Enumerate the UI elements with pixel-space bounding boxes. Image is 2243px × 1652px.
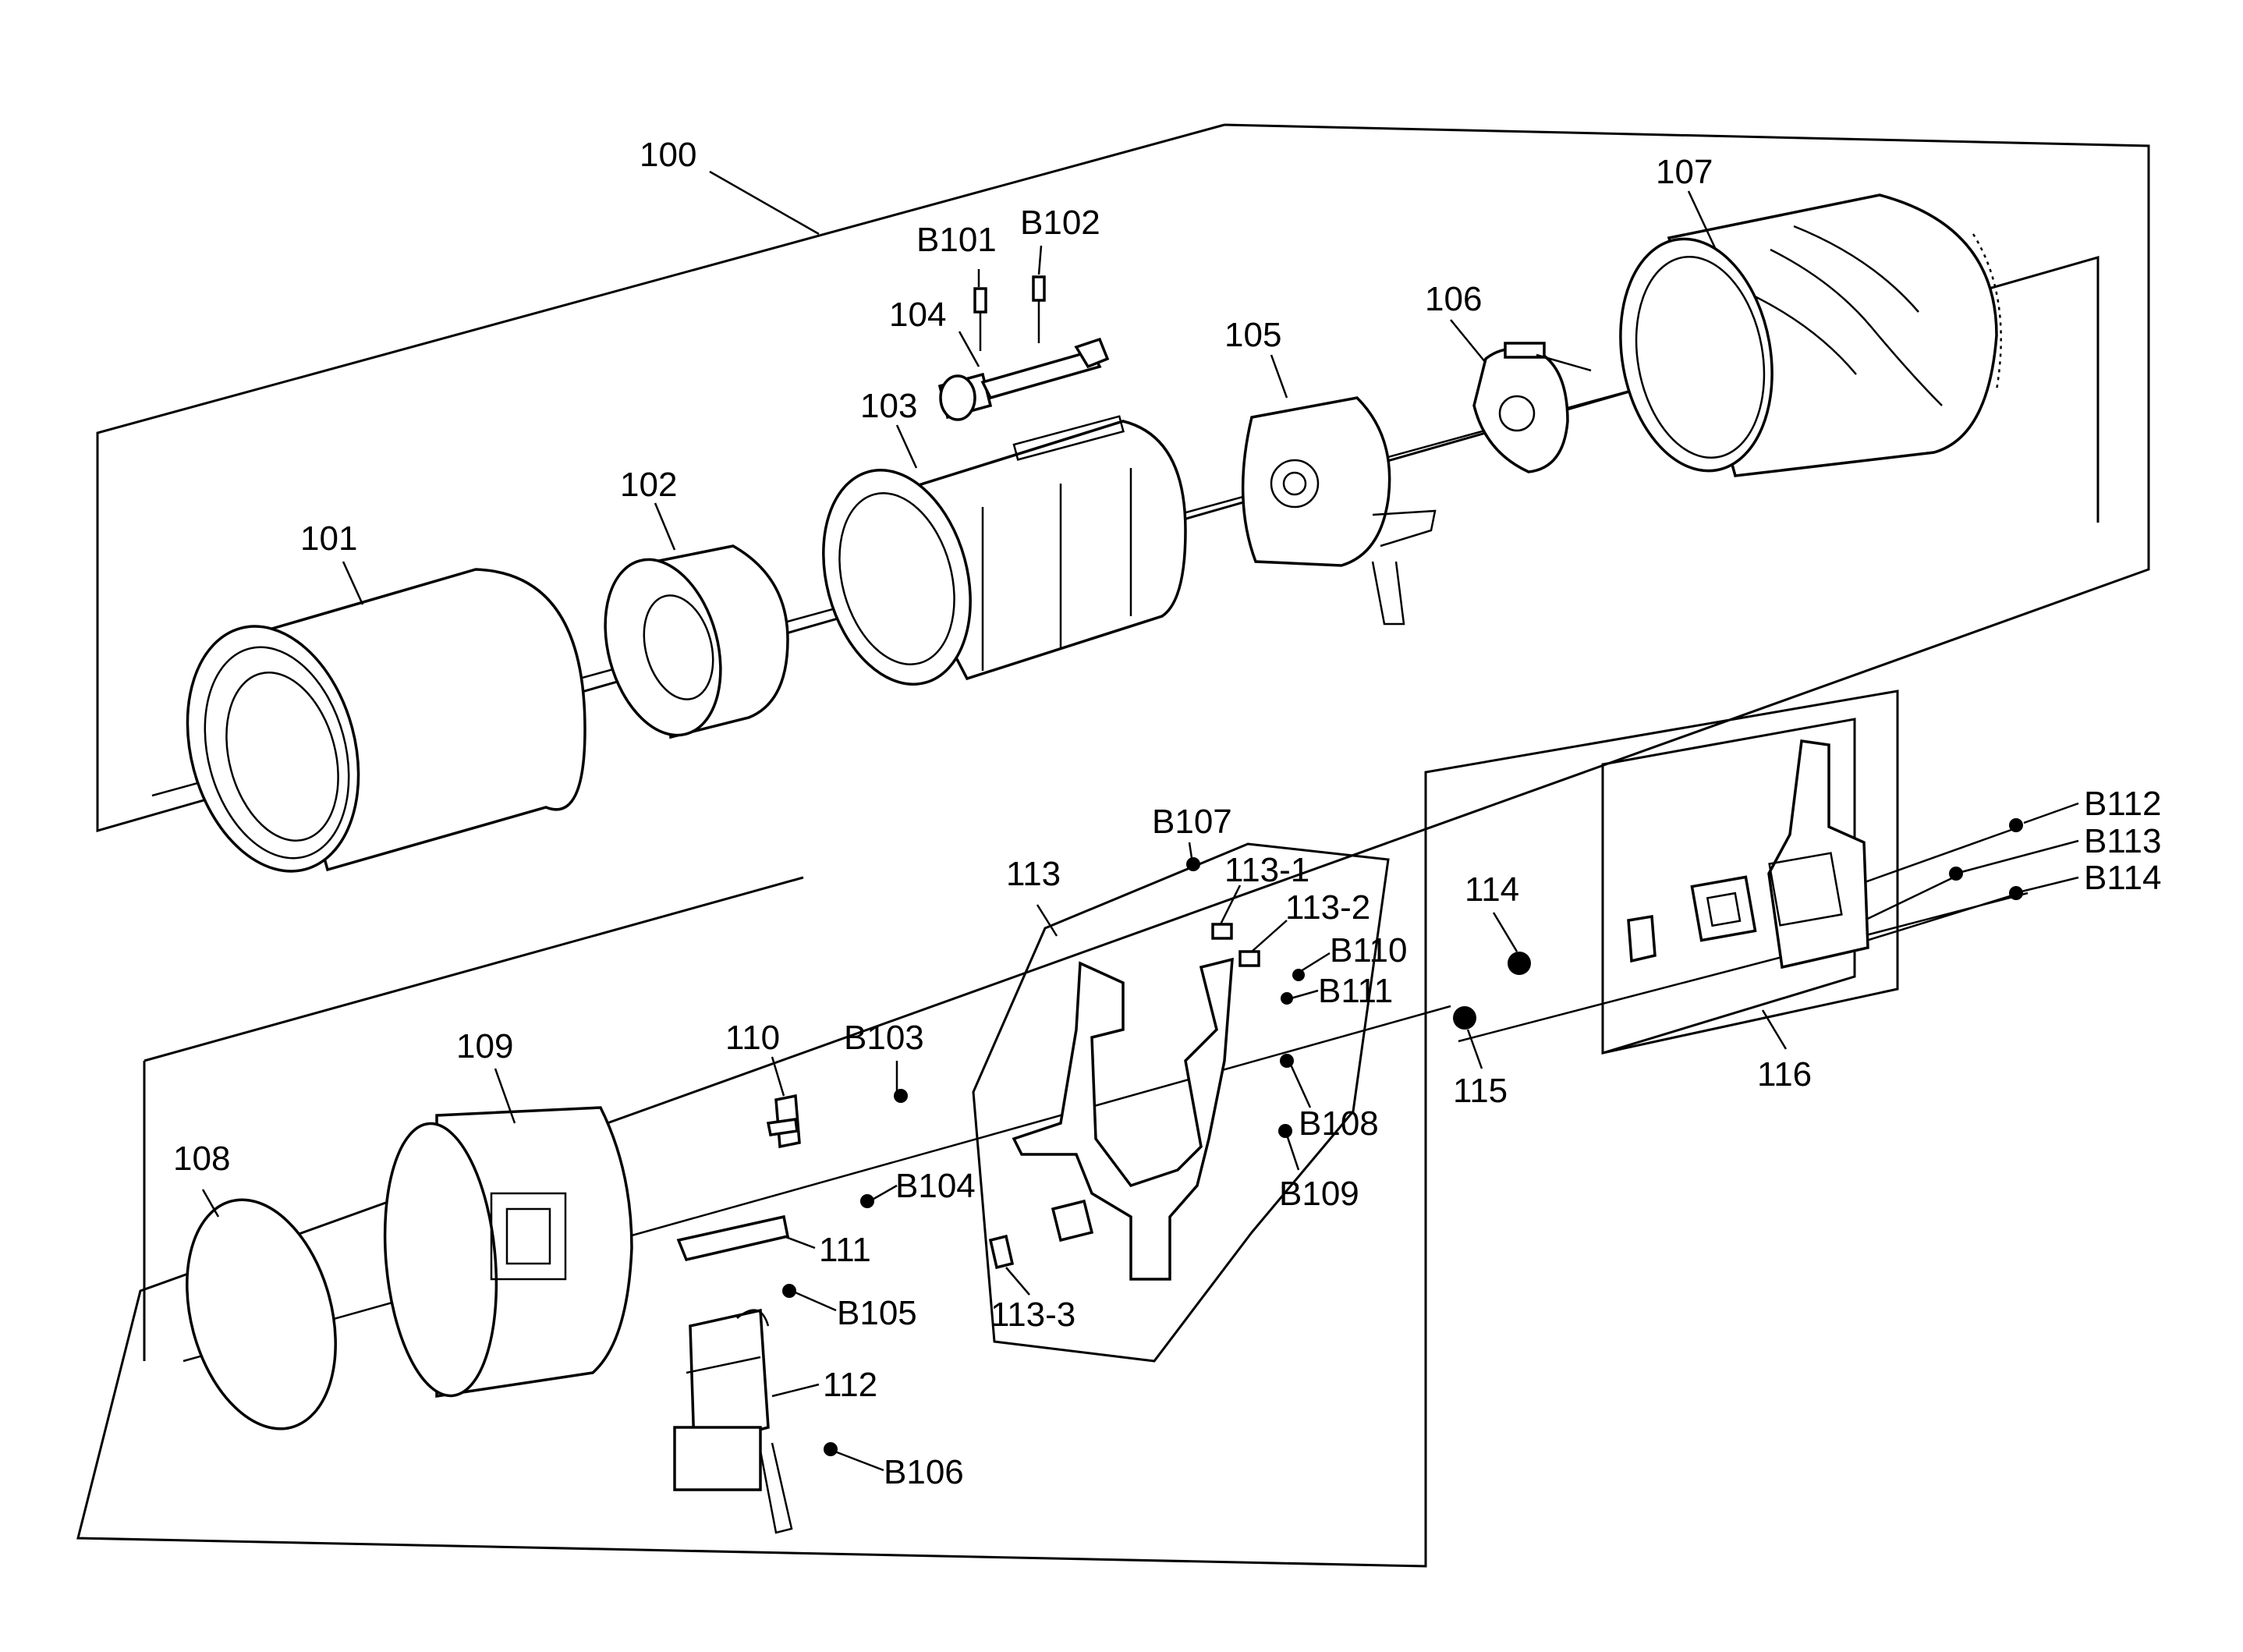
group-lower-left-edge (144, 876, 804, 1062)
label-B109: B109 (1279, 1175, 1359, 1213)
label-106: 106 (1425, 280, 1482, 318)
screw-B111 (1281, 992, 1293, 1005)
screw-B106 (824, 1442, 838, 1456)
screw-B104 (860, 1194, 874, 1208)
label-110: 110 (725, 1019, 780, 1057)
part-104-actuator (937, 337, 1110, 421)
part-109-mount-housing (383, 1106, 633, 1399)
group-100-upper-edge (96, 123, 2099, 832)
leader-lines (201, 170, 2079, 1472)
part-102-lens-element (604, 544, 789, 739)
label-B101: B101 (916, 221, 997, 259)
label-B106: B106 (884, 1453, 964, 1491)
optical-axis-sensor (1458, 892, 2029, 1043)
screw-axis-b113 (1855, 872, 1962, 926)
label-B110: B110 (1330, 931, 1408, 970)
screw-B105 (782, 1284, 796, 1298)
screw-axis-b112 (1855, 825, 2021, 887)
label-B104: B104 (895, 1167, 976, 1205)
part-107-gear-cam-ring (1619, 193, 2002, 477)
part-111-strip (676, 1214, 790, 1262)
screw-B107 (1186, 857, 1200, 871)
group-113-outline (972, 842, 1390, 1363)
part-114-cap (1508, 952, 1531, 975)
label-B113: B113 (2084, 822, 2162, 860)
part-116-sensor-plate (1627, 739, 1869, 970)
screw-axis-b114 (1855, 892, 2021, 945)
screw-B102 (1032, 275, 1046, 343)
label-100: 100 (640, 136, 696, 174)
label-108: 108 (173, 1140, 230, 1178)
label-112: 112 (823, 1366, 877, 1404)
label-104: 104 (889, 296, 946, 334)
label-B114: B114 (2084, 859, 2162, 897)
screw-B108 (1280, 1054, 1294, 1068)
optical-axis-lower (182, 1005, 1451, 1363)
label-103: 103 (860, 387, 917, 425)
screw-B110 (1292, 969, 1305, 981)
label-113-3: 113-3 (990, 1296, 1075, 1334)
label-114: 114 (1465, 870, 1519, 909)
label-B102: B102 (1020, 204, 1100, 242)
part-113-sensor-board (988, 957, 1234, 1281)
label-116: 116 (1757, 1055, 1812, 1094)
label-B112: B112 (2084, 785, 2162, 823)
label-113-2: 113-2 (1285, 888, 1370, 927)
part-110-bracket (766, 1094, 801, 1149)
label-113-1: 113-1 (1224, 851, 1309, 889)
callout-labels: 100 101 102 103 104 105 106 107 B101 B10… (173, 136, 2162, 1491)
screw-B103 (894, 1089, 908, 1103)
label-B103: B103 (844, 1019, 924, 1057)
label-107: 107 (1656, 153, 1713, 191)
label-B108: B108 (1299, 1104, 1379, 1143)
group-116-outline (1601, 718, 1856, 1055)
label-113: 113 (1006, 855, 1061, 893)
part-101-front-barrel (186, 568, 586, 873)
part-115-cap (1453, 1006, 1476, 1030)
label-B107: B107 (1152, 803, 1232, 841)
part-108-gasket-ring (186, 1198, 337, 1430)
label-101: 101 (300, 519, 357, 558)
part-106-aperture-plate (1472, 342, 1592, 473)
part-105-focus-unit (1241, 396, 1437, 626)
screw-B109 (1278, 1124, 1292, 1138)
screw-B112 (2009, 818, 2023, 832)
label-B111: B111 (1318, 972, 1393, 1010)
screw-B101 (973, 287, 987, 351)
label-111: 111 (819, 1231, 871, 1269)
label-109: 109 (456, 1027, 513, 1065)
part-103-cam-barrel (822, 415, 1187, 686)
screw-B113 (1949, 867, 1963, 881)
part-113-1-clip (1211, 923, 1233, 940)
group-100-outline (76, 123, 2150, 1568)
screw-B114 (2009, 886, 2023, 900)
label-B105: B105 (837, 1294, 917, 1332)
part-112-motor-assembly (673, 1308, 793, 1534)
label-102: 102 (620, 466, 677, 504)
label-115: 115 (1453, 1072, 1508, 1110)
label-105: 105 (1224, 316, 1281, 354)
part-113-2-clip (1238, 950, 1260, 967)
